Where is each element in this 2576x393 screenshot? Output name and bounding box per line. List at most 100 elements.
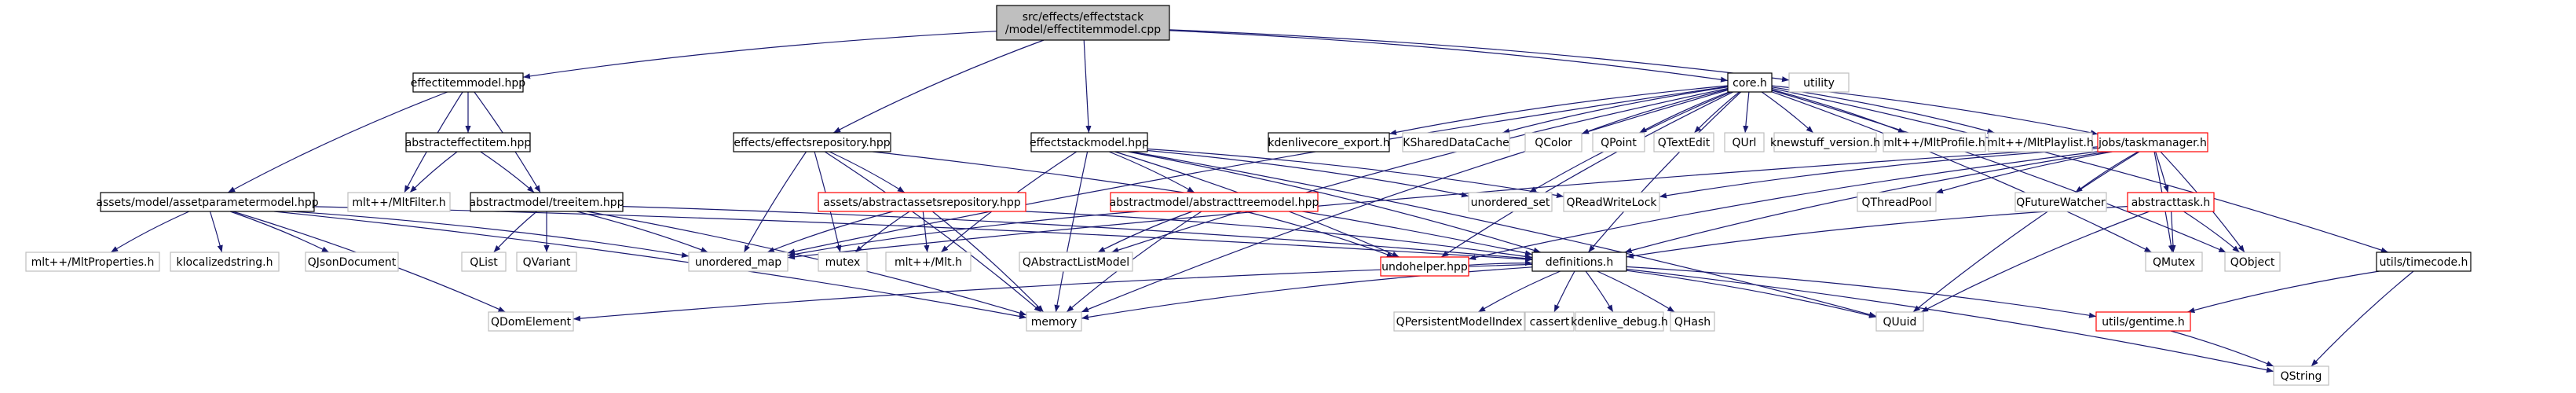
node-aei[interactable]: abstracteffectitem.hpp	[405, 132, 532, 152]
node-qalm: QAbstractListModel	[1019, 252, 1133, 272]
node-box	[1653, 132, 1714, 152]
node-label: mlt++/MltProfile.h	[1883, 137, 1985, 149]
node-box	[1727, 72, 1773, 93]
edge-core-to-qalm	[1111, 87, 1729, 253]
node-box	[1524, 132, 1583, 152]
node-label: unordered_set	[1471, 196, 1550, 209]
node-defs[interactable]: definitions.h	[1531, 252, 1627, 272]
node-label: effects/effectsrepository.hpp	[734, 137, 890, 149]
node-qvar: QVariant	[516, 252, 577, 272]
node-label: QPoint	[1601, 137, 1637, 149]
dependency-nodes: src/effects/effectstack/model/effectitem…	[25, 5, 2472, 386]
node-root[interactable]: src/effects/effectstack/model/effectitem…	[996, 5, 1170, 41]
node-aar[interactable]: assets/abstractassetsrepository.hpp	[818, 192, 1026, 212]
node-cassert: cassert	[1524, 311, 1575, 332]
node-box	[1402, 132, 1510, 152]
edge-apm-to-kloc	[209, 211, 223, 253]
node-quuid: QUuid	[1875, 311, 1924, 332]
node-kdexp[interactable]: kdenlivecore_export.h	[1268, 132, 1390, 152]
node-label: QJsonDocument	[308, 256, 397, 269]
node-label: utils/gentime.h	[2102, 316, 2184, 329]
node-box	[1724, 132, 1765, 152]
node-box	[100, 192, 315, 212]
node-qhash: QHash	[1670, 311, 1715, 332]
node-undo[interactable]: undohelper.hpp	[1380, 256, 1469, 277]
node-box	[1788, 72, 1850, 93]
edge-defs-to-cassert	[1553, 270, 1575, 313]
node-box	[1019, 252, 1133, 272]
node-box	[2224, 252, 2281, 272]
node-label: QUuid	[1883, 316, 1917, 329]
node-label: mlt++/Mlt.h	[895, 256, 962, 269]
node-label: utility	[1803, 77, 1835, 90]
node-ugen[interactable]: utils/gentime.h	[2095, 311, 2191, 332]
node-qjson: QJsonDocument	[305, 252, 399, 272]
edge-jtm-to-undo	[1468, 151, 2098, 261]
node-box	[1883, 132, 1986, 152]
node-eim[interactable]: effectitemmodel.hpp	[411, 72, 525, 93]
node-jtm[interactable]: jobs/taskmanager.h	[2097, 132, 2208, 152]
node-box	[405, 132, 531, 152]
node-qpoint: QPoint	[1592, 132, 1645, 152]
node-atm[interactable]: abstractmodel/abstracttreemodel.hpp	[1110, 192, 1319, 212]
node-box	[1268, 132, 1390, 152]
node-er[interactable]: effects/effectsrepository.hpp	[733, 132, 891, 152]
node-box	[412, 72, 524, 93]
node-label: QAbstractListModel	[1023, 256, 1129, 269]
node-box	[1773, 132, 1877, 152]
node-label: QList	[470, 256, 498, 269]
node-core[interactable]: core.h	[1727, 72, 1773, 93]
edge-atm-to-undo	[1245, 211, 1395, 258]
edge-er-to-aar	[829, 151, 906, 193]
node-atask[interactable]: abstracttask.h	[2127, 192, 2215, 212]
edge-jtm-to-defs	[1624, 151, 2108, 254]
dependency-edges	[110, 29, 2414, 373]
node-ati[interactable]: abstractmodel/treeitem.hpp	[470, 192, 624, 212]
node-box	[516, 252, 577, 272]
edge-aar-to-memory	[931, 211, 1045, 313]
node-box	[688, 252, 789, 272]
node-mltprop: mlt++/MltProperties.h	[25, 252, 160, 272]
node-utc[interactable]: utils/timecode.h	[2376, 252, 2472, 272]
node-qlist: QList	[461, 252, 507, 272]
node-label: KSharedDataCache	[1403, 137, 1509, 149]
node-qcolor: QColor	[1524, 132, 1583, 152]
edge-jtm-to-qtp	[1935, 151, 2113, 194]
node-box	[470, 192, 624, 212]
edge-atm-to-umap	[787, 211, 1140, 258]
node-label: QVariant	[523, 256, 571, 269]
edge-apm-to-qjson	[229, 211, 330, 253]
edge-aei-to-ati	[480, 151, 535, 193]
node-label: QReadWriteLock	[1566, 196, 1657, 209]
node-qpmi: QPersistentModelIndex	[1393, 311, 1525, 332]
node-box	[2095, 311, 2191, 332]
node-box	[885, 252, 971, 272]
node-label: core.h	[1733, 77, 1767, 90]
node-esm[interactable]: effectstackmodel.hpp	[1030, 132, 1149, 152]
node-box	[1524, 311, 1575, 332]
node-box	[1393, 311, 1525, 332]
node-box	[1857, 192, 1937, 212]
node-kdbg: kdenlive_debug.h	[1571, 311, 1668, 332]
node-box	[2273, 365, 2329, 386]
node-box	[1875, 311, 1924, 332]
node-box	[733, 132, 891, 152]
edge-atask-to-defs	[1626, 206, 2128, 259]
node-ksdc: KSharedDataCache	[1402, 132, 1510, 152]
node-mltpl: mlt++/MltPlaylist.h	[1987, 132, 2094, 152]
edge-core-to-qobj	[1771, 90, 2227, 253]
edge-aar-to-umap	[767, 211, 894, 253]
node-label: effectitemmodel.hpp	[411, 77, 525, 90]
edge-defs-to-qpmi	[1477, 270, 1561, 313]
node-label: mlt++/MltPlaylist.h	[1987, 137, 2094, 149]
node-box	[1110, 192, 1319, 212]
edge-core-to-utc	[1771, 87, 2388, 253]
node-qdom: QDomElement	[488, 311, 574, 332]
edge-core-to-kdexp	[1389, 85, 1729, 135]
node-label: jobs/taskmanager.h	[2098, 137, 2207, 149]
node-apm[interactable]: assets/model/assetparametermodel.hpp	[96, 192, 319, 212]
node-mltprof: mlt++/MltProfile.h	[1883, 132, 1986, 152]
node-box	[1468, 192, 1553, 212]
node-label: utils/timecode.h	[2380, 256, 2468, 269]
